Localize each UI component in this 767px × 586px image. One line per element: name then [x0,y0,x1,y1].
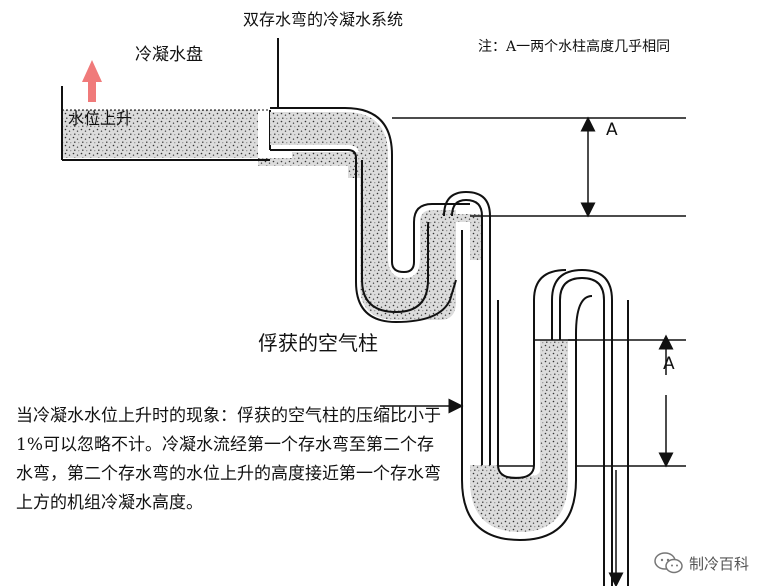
watermark-text: 制冷百科 [688,554,749,573]
drain-pan [61,38,382,178]
wechat-icon [654,552,683,574]
up-arrow-icon [82,60,102,102]
diagram-title: 双存水弯的冷凝水系统 [243,10,404,29]
second-trap [461,230,593,542]
trapped-air-label: 俘获的空气柱 [258,331,378,355]
watermark: 制冷百科 [654,552,749,574]
height-note: 注：A一两个水柱高度几乎相同 [478,39,671,55]
height-a-upper-label: A [606,120,618,140]
drain-pan-label: 冷凝水盘 [135,45,203,65]
water-rise-label: 水位上升 [68,109,133,128]
level-lines [392,116,686,468]
outlet-pipe [603,300,629,586]
height-a-lower-label: A [663,354,675,374]
explanation-text: 当冷凝水水位上升时的现象：俘获的空气柱的压缩比小于1%可以忽略不计。冷凝水流经第… [16,406,441,513]
